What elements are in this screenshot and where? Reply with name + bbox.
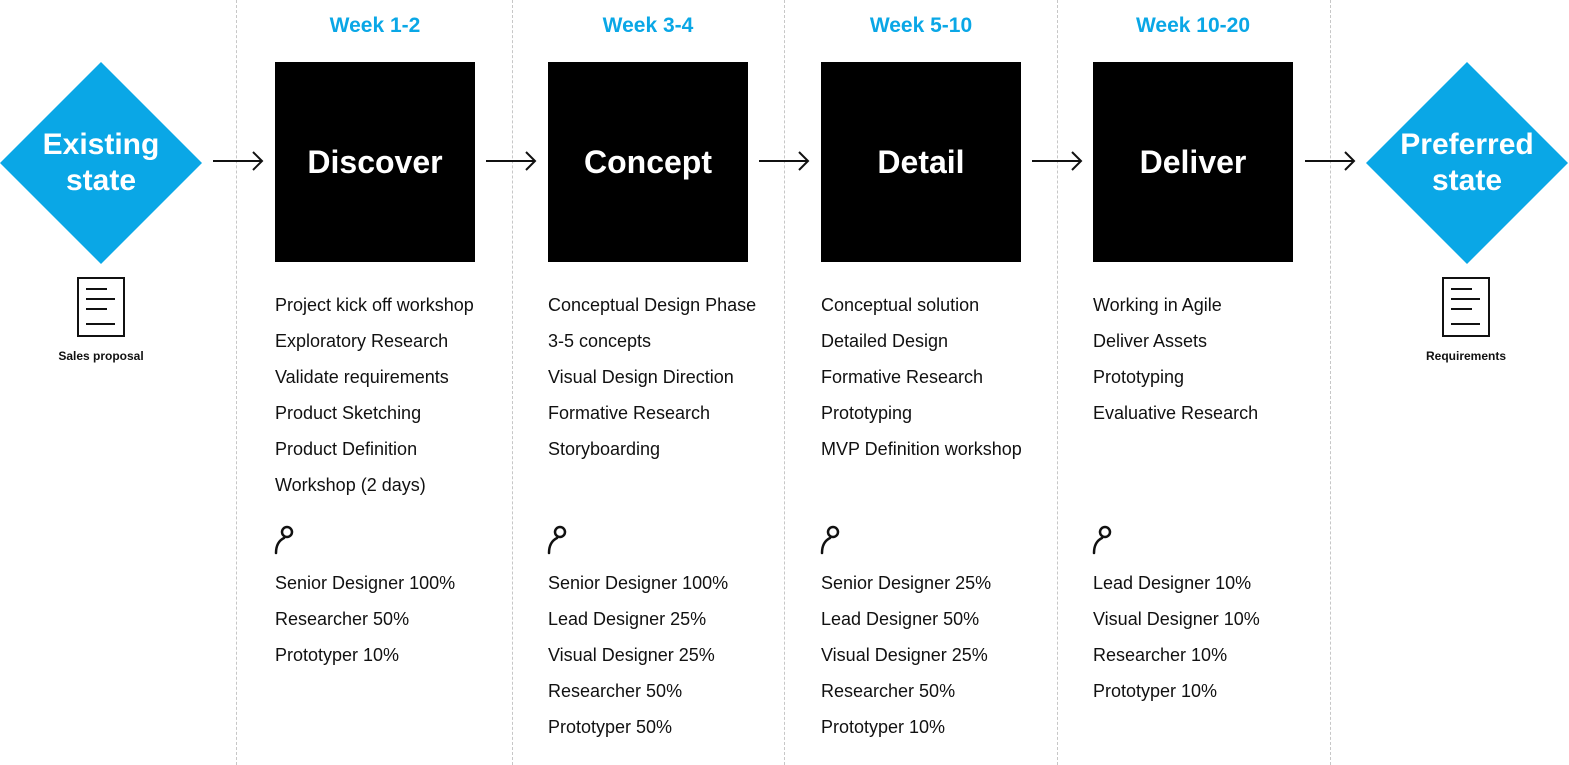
list-item: Prototyper 10% (1093, 681, 1218, 701)
phase-tasks-list: Working in Agile Deliver Assets Prototyp… (1093, 294, 1258, 438)
document-icon (77, 277, 125, 337)
phase-tasks-list: Project kick off workshop Exploratory Re… (275, 294, 474, 510)
list-item: Prototyping (821, 403, 913, 423)
column-divider (512, 0, 513, 765)
phase-team-list: Senior Designer 100% Lead Designer 25% V… (548, 572, 728, 752)
list-item: Product Definition (275, 439, 418, 459)
arrow-right-icon (1032, 151, 1083, 171)
list-item: Prototyping (1093, 367, 1185, 387)
list-item: Researcher 50% (275, 609, 410, 629)
list-item: Formative Research (548, 403, 711, 423)
list-item: Researcher 10% (1093, 645, 1228, 665)
list-item: Working in Agile (1093, 295, 1222, 315)
list-item: Exploratory Research (275, 331, 449, 351)
arrow-right-icon (213, 151, 264, 171)
list-item: Workshop (2 days) (275, 475, 426, 495)
list-item: Formative Research (821, 367, 984, 387)
list-item: Validate requirements (275, 367, 449, 387)
list-item: Prototyper 10% (821, 717, 946, 737)
week-label: Week 3-4 (602, 14, 694, 37)
list-item: Senior Designer 100% (275, 573, 456, 593)
week-label: Week 5-10 (869, 14, 973, 37)
list-item: Visual Designer 25% (548, 645, 715, 665)
preferred-state-diamond: Preferred state (1366, 62, 1568, 264)
person-icon (547, 525, 567, 555)
list-item: Lead Designer 10% (1093, 573, 1252, 593)
preferred-state-label-line2: state (1431, 164, 1503, 197)
requirements-label: Requirements (1425, 349, 1507, 363)
list-item: Evaluative Research (1093, 403, 1259, 423)
arrow-right-icon (486, 151, 537, 171)
list-item: Visual Designer 25% (821, 645, 988, 665)
phase-team-list: Senior Designer 100% Researcher 50% Prot… (275, 572, 455, 680)
column-divider (1330, 0, 1331, 765)
arrow-right-icon (759, 151, 810, 171)
person-icon (274, 525, 294, 555)
week-label: Week 1-2 (329, 14, 421, 37)
list-item: Detailed Design (821, 331, 949, 351)
list-item: Deliver Assets (1093, 331, 1208, 351)
list-item: Lead Designer 50% (821, 609, 980, 629)
column-divider (1057, 0, 1058, 765)
existing-state-diamond: Existing state (0, 62, 202, 264)
list-item: Storyboarding (548, 439, 661, 459)
person-icon (1092, 525, 1112, 555)
phase-discover-box: Discover (275, 62, 475, 262)
week-label: Week 10-20 (1135, 14, 1251, 37)
phase-deliver-box: Deliver (1093, 62, 1293, 262)
column-divider (784, 0, 785, 765)
phase-tasks-list: Conceptual Design Phase 3-5 concepts Vis… (548, 294, 756, 474)
phase-tasks-list: Conceptual solution Detailed Design Form… (821, 294, 1022, 474)
list-item: Project kick off workshop (275, 295, 474, 315)
list-item: Senior Designer 100% (548, 573, 729, 593)
list-item: MVP Definition workshop (821, 439, 1022, 459)
phase-title: Discover (307, 143, 443, 180)
sales-proposal-label: Sales proposal (58, 349, 144, 363)
list-item: Prototyper 50% (548, 717, 673, 737)
list-item: Researcher 50% (548, 681, 683, 701)
phase-title: Detail (877, 143, 965, 180)
list-item: 3-5 concepts (548, 331, 652, 351)
document-icon (1442, 277, 1490, 337)
list-item: Product Sketching (275, 403, 422, 423)
list-item: Lead Designer 25% (548, 609, 707, 629)
list-item: Visual Designer 10% (1093, 609, 1260, 629)
existing-state-label-line1: Existing (42, 128, 160, 161)
list-item: Conceptual Design Phase (548, 295, 757, 315)
column-divider (236, 0, 237, 765)
phase-concept-box: Concept (548, 62, 748, 262)
list-item: Conceptual solution (821, 295, 980, 315)
phase-detail-box: Detail (821, 62, 1021, 262)
preferred-state-label-line1: Preferred (1400, 128, 1534, 161)
phase-team-list: Lead Designer 10% Visual Designer 10% Re… (1093, 572, 1260, 716)
list-item: Prototyper 10% (275, 645, 400, 665)
phase-title: Deliver (1139, 143, 1247, 180)
arrow-right-icon (1305, 151, 1356, 171)
existing-state-label-line2: state (65, 164, 137, 197)
phase-team-list: Senior Designer 25% Lead Designer 50% Vi… (821, 572, 991, 752)
list-item: Senior Designer 25% (821, 573, 992, 593)
phase-title: Concept (584, 143, 712, 180)
person-icon (820, 525, 840, 555)
list-item: Researcher 50% (821, 681, 956, 701)
list-item: Visual Design Direction (548, 367, 734, 387)
